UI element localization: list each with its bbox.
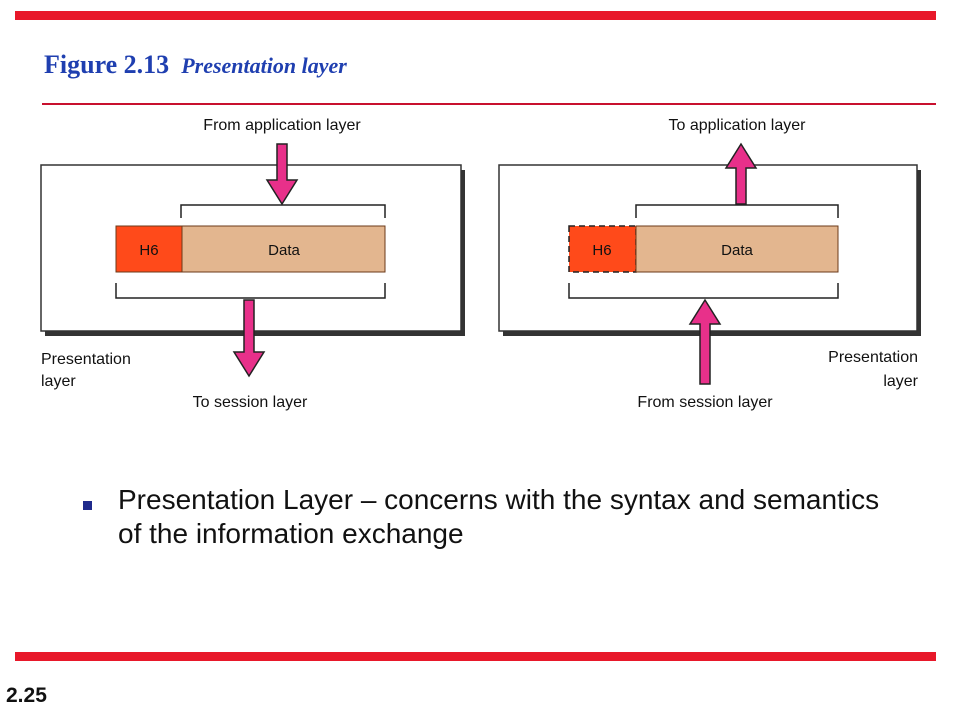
bullet-square-icon xyxy=(83,501,92,510)
left-layer-label: layer xyxy=(41,373,76,390)
left-panel: H6 Data From application layer To sessio… xyxy=(40,117,465,411)
title-underline xyxy=(42,103,936,105)
right-to-application-label: To application layer xyxy=(669,117,807,134)
right-up-arrow-in xyxy=(688,298,722,385)
right-panel: H6 Data To application layer From sessio… xyxy=(498,117,921,411)
right-data-block xyxy=(635,225,839,273)
left-to-session-label: To session layer xyxy=(193,394,308,411)
figure-caption: Presentation layer xyxy=(181,53,347,78)
left-presentation-label: Presentation xyxy=(41,351,131,368)
left-h6-header xyxy=(115,225,183,273)
left-down-arrow-out xyxy=(232,299,266,378)
top-accent-bar xyxy=(15,11,936,20)
right-h6-label: H6 xyxy=(592,242,611,259)
figure-number: Figure 2.13 xyxy=(44,50,170,79)
left-down-arrow-in xyxy=(265,143,299,206)
right-up-arrow-out xyxy=(724,142,758,205)
left-from-application-label: From application layer xyxy=(203,117,361,134)
left-top-bracket xyxy=(180,204,386,218)
bottom-accent-bar xyxy=(15,652,936,661)
page-number: 2.25 xyxy=(6,684,47,707)
right-data-label: Data xyxy=(721,242,753,259)
left-h6-label: H6 xyxy=(139,242,158,259)
right-top-bracket xyxy=(635,204,839,218)
right-from-session-label: From session layer xyxy=(637,394,773,411)
figure-title: Figure 2.13 Presentation layer xyxy=(44,50,347,80)
right-layer-label: layer xyxy=(883,373,918,390)
presentation-layer-diagram: H6 Data From application layer To sessio… xyxy=(40,117,921,411)
left-data-label: Data xyxy=(268,242,300,259)
left-bottom-bracket xyxy=(115,283,386,299)
right-h6-header-dashed xyxy=(568,225,637,273)
left-data-block xyxy=(181,225,386,273)
bullet-text: Presentation Layer – concerns with the s… xyxy=(118,484,880,549)
right-presentation-label: Presentation xyxy=(828,349,918,366)
right-bottom-bracket xyxy=(568,283,839,299)
